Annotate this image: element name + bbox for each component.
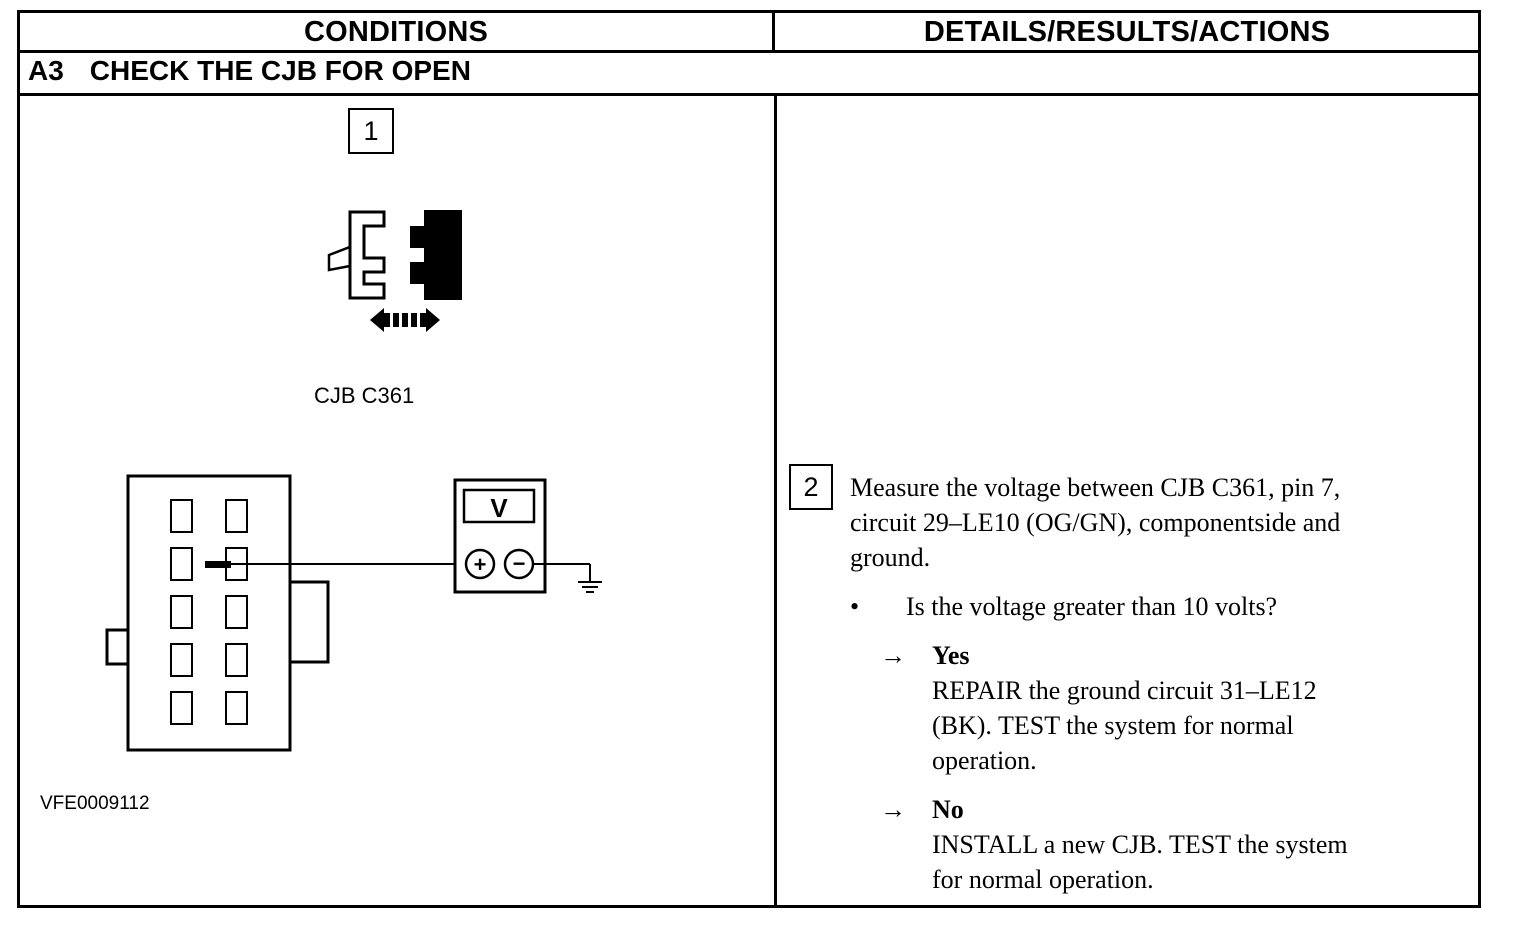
connector-face-body [126, 474, 292, 752]
step-2-details: Measure the voltage between CJB C361, pi… [850, 470, 1460, 897]
section-title: A3 CHECK THE CJB FOR OPEN [28, 50, 471, 92]
meter-negative-symbol: − [513, 551, 526, 576]
step-1-box: 1 [348, 108, 394, 154]
connector-male-pin-top [410, 226, 426, 248]
yes-line-2: (BK). TEST the system for normal [932, 711, 1294, 740]
connector-female-half [348, 210, 386, 300]
step-2-box: 2 [789, 464, 833, 510]
question-item: • Is the voltage greater than 10 volts? [850, 589, 1460, 624]
column-divider-top [772, 10, 775, 52]
voltmeter-display [462, 488, 536, 524]
section-number: A3 [28, 55, 64, 86]
yes-line-3: operation. [932, 746, 1037, 775]
arrow-right-icon: → [880, 795, 906, 824]
instruction-line-3: ground. [850, 543, 931, 572]
answer-yes: → Yes REPAIR the ground circuit 31–LE12 … [850, 638, 1460, 778]
header-divider [17, 50, 1481, 53]
connector-release-tab [327, 245, 352, 272]
question-text: Is the voltage greater than 10 volts? [906, 592, 1278, 621]
connector-right-latch [288, 580, 330, 664]
connector-left-latch [105, 628, 130, 666]
disconnect-double-arrow-icon [370, 308, 440, 332]
details-header: DETAILS/RESULTS/ACTIONS [923, 15, 1331, 48]
column-divider-body [774, 93, 777, 908]
section-title-text: CHECK THE CJB FOR OPEN [89, 55, 471, 86]
meter-probe-icon [205, 561, 231, 568]
table-frame [17, 10, 1481, 908]
no-label: No [932, 795, 964, 824]
bullet-icon: • [850, 592, 860, 621]
no-line-2: for normal operation. [932, 865, 1154, 894]
answer-no: → No INSTALL a new CJB. TEST the system … [850, 792, 1460, 897]
yes-line-1: REPAIR the ground circuit 31–LE12 [932, 676, 1317, 705]
meter-positive-symbol: + [474, 552, 487, 577]
conditions-header: CONDITIONS [303, 15, 489, 48]
arrow-right-icon: → [880, 641, 906, 670]
connector-label: CJB C361 [314, 383, 415, 408]
voltmeter-label: V [490, 493, 508, 523]
ground-symbol-icon [578, 581, 602, 593]
instruction-line-1: Measure the voltage between CJB C361, pi… [850, 473, 1341, 502]
instruction-line-2: circuit 29–LE10 (OG/GN), componentside a… [850, 508, 1341, 537]
section-divider [17, 93, 1481, 96]
connector-disconnect-illustration [327, 210, 462, 332]
no-line-1: INSTALL a new CJB. TEST the system [932, 830, 1348, 859]
yes-label: Yes [932, 641, 970, 670]
connector-male-body [424, 210, 462, 300]
meter-positive-terminal [464, 548, 496, 580]
connector-male-pin-bottom [410, 262, 426, 284]
figure-code: VFE0009112 [40, 793, 150, 814]
voltage-measurement-diagram: V + − [105, 474, 602, 752]
